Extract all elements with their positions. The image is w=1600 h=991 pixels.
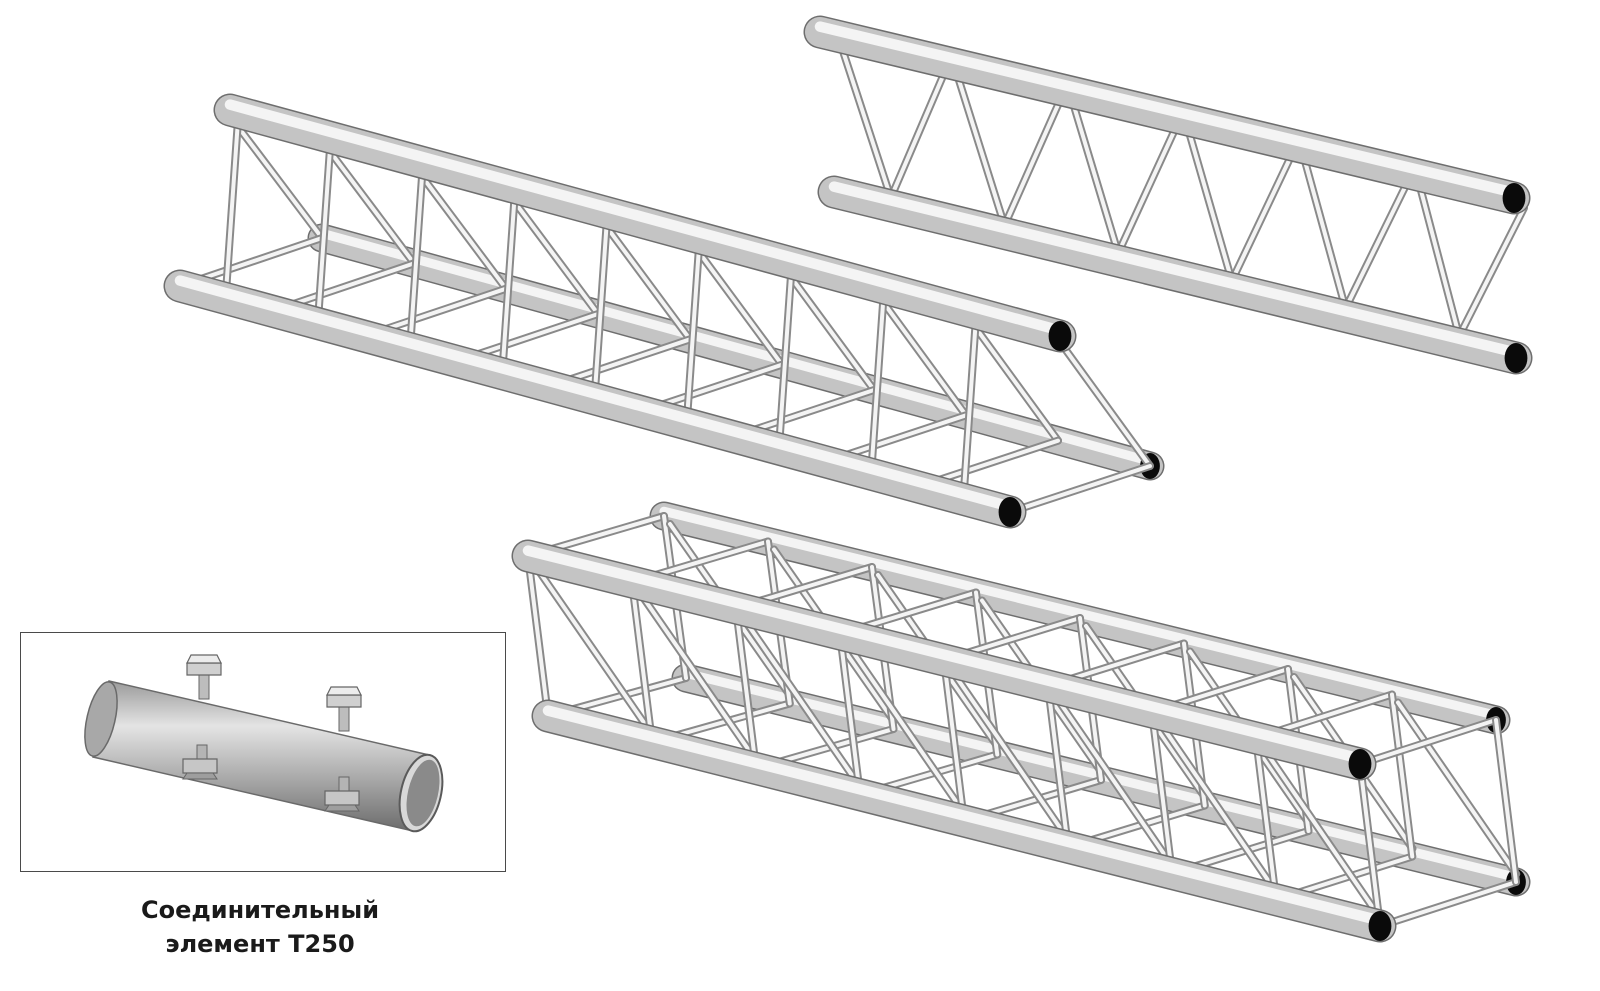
caption-line-2: элемент Т250	[165, 930, 355, 958]
caption-line-1: Соединительный	[140, 896, 380, 924]
bolt-icon	[326, 686, 362, 732]
triangular-truss-image	[163, 93, 1165, 529]
bolt-icon	[324, 776, 360, 812]
connector-tube-image	[84, 654, 444, 833]
bolt-icon	[186, 654, 222, 700]
ladder-truss-image	[803, 15, 1533, 375]
square-truss-image	[511, 501, 1531, 943]
bolt-icon	[182, 744, 218, 780]
connector-inset-frame	[20, 632, 506, 872]
connector-caption: Соединительный элемент Т250	[110, 893, 410, 961]
